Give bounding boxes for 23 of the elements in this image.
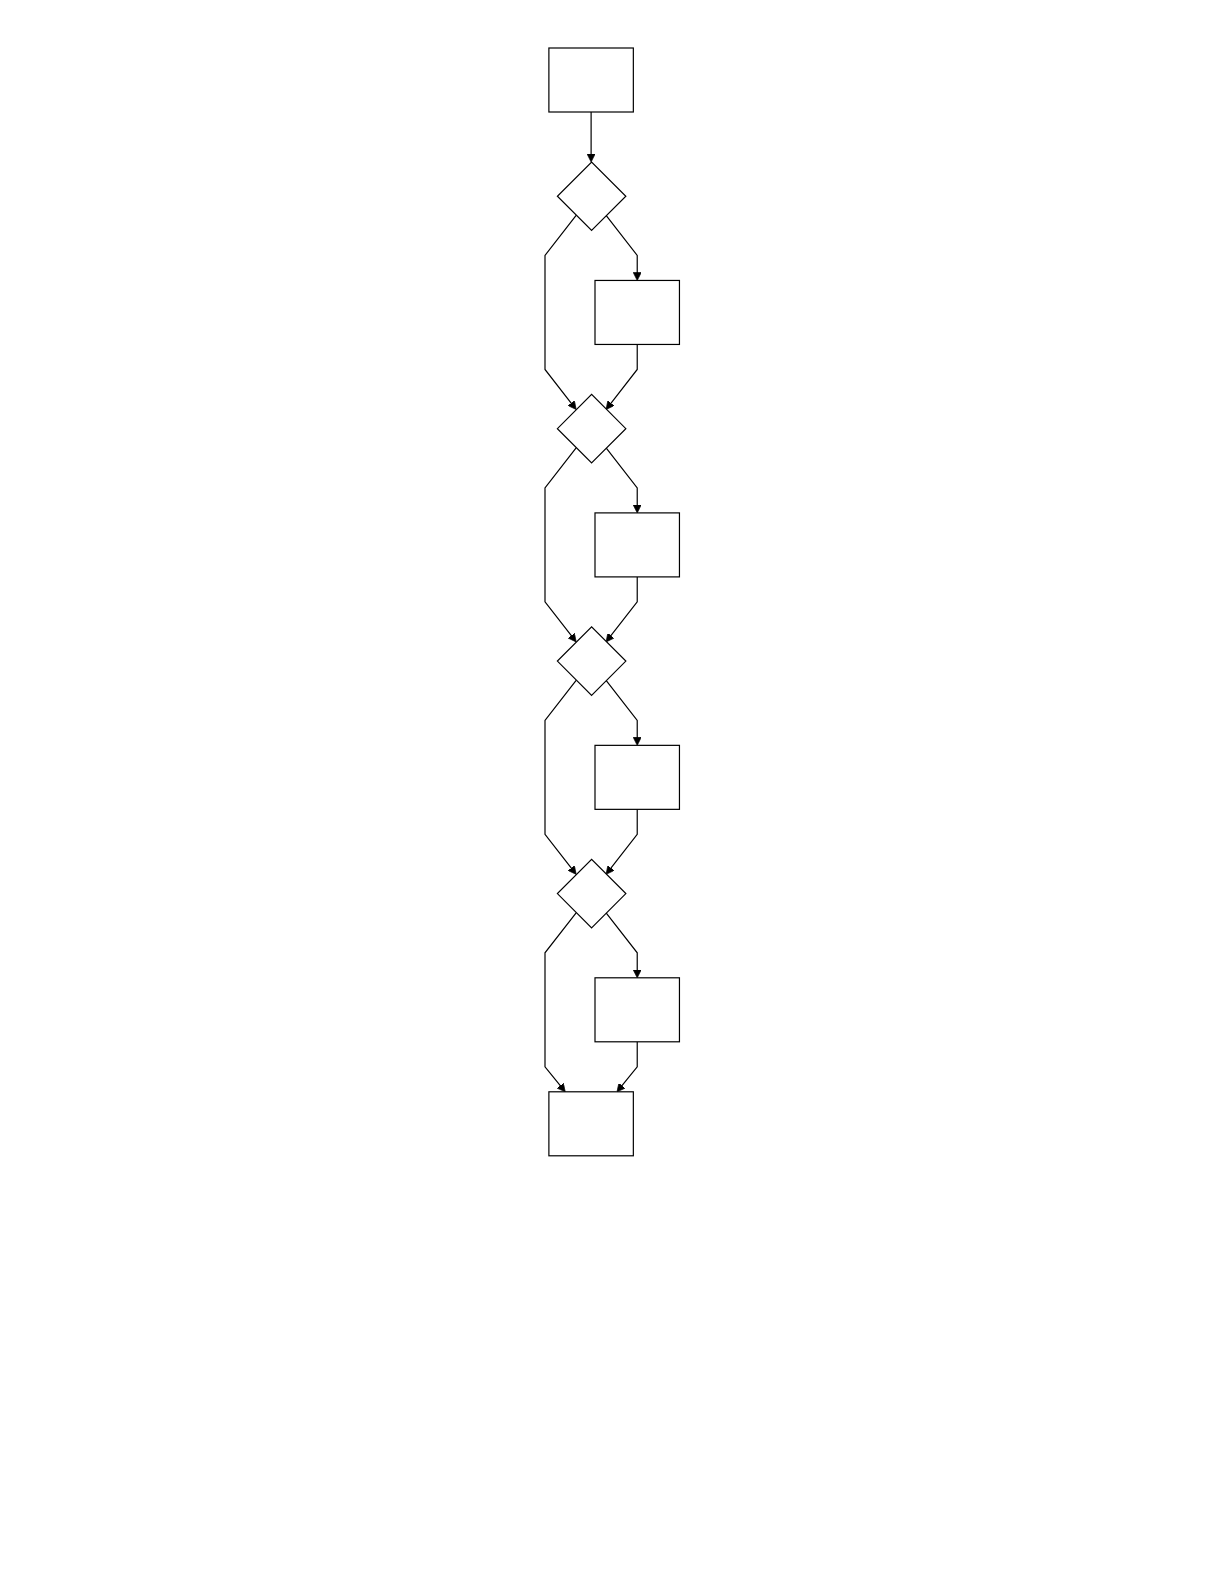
arrow — [605, 679, 642, 746]
node-diamond — [556, 626, 627, 697]
arrow — [605, 808, 639, 875]
arrow — [544, 679, 577, 875]
node-box — [594, 512, 681, 578]
node-box — [594, 744, 681, 810]
arrow — [587, 111, 596, 163]
arrow — [605, 912, 642, 979]
arrow — [605, 447, 642, 514]
node-diamond — [556, 393, 627, 464]
node-box — [548, 47, 635, 113]
arrow — [605, 343, 639, 410]
node-diamond — [556, 161, 627, 232]
arrow — [605, 576, 639, 643]
node-box — [594, 279, 681, 346]
arrow — [544, 214, 577, 410]
node-box — [594, 977, 681, 1043]
node-box — [548, 1091, 635, 1157]
arrow — [605, 214, 642, 281]
arrow — [616, 1041, 639, 1093]
node-diamond — [556, 858, 627, 929]
arrow — [544, 447, 577, 643]
arrow — [544, 912, 577, 1093]
